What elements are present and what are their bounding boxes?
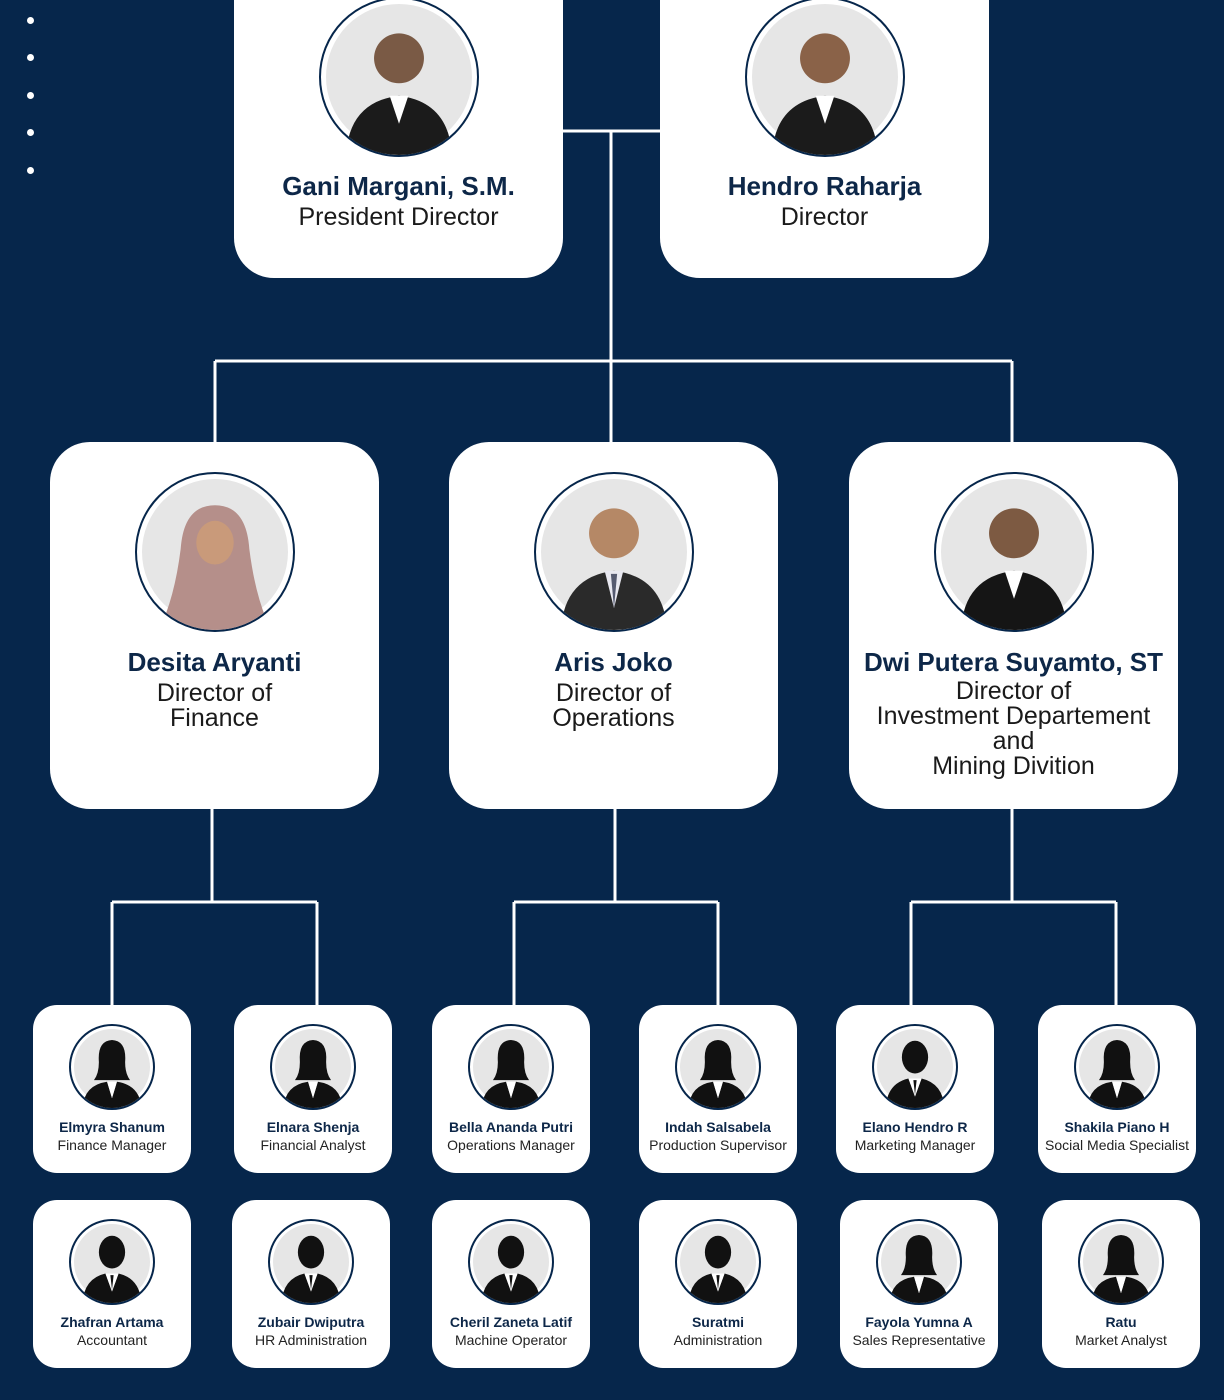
staff-name: Suratmi [691, 1314, 745, 1330]
person-photo-icon [135, 472, 295, 632]
staff-name: Shakila Piano H [1064, 1119, 1170, 1135]
staff-role: Marketing Manager [854, 1137, 976, 1153]
staff-role: Accountant [76, 1332, 148, 1348]
person-name: Desita Aryanti [127, 647, 302, 677]
staff-role: Market Analyst [1075, 1332, 1167, 1348]
staff-name: Bella Ananda Putri [449, 1119, 573, 1135]
staff-role: Machine Operator [454, 1332, 568, 1348]
person-photo-icon [534, 472, 694, 632]
female-silhouette-icon [1074, 1024, 1160, 1110]
staff-card: Fayola Yumna A Sales Representative [840, 1200, 998, 1368]
staff-role: Social Media Specialist [1045, 1137, 1189, 1153]
female-silhouette-icon [1078, 1219, 1164, 1305]
staff-name: Elano Hendro R [862, 1119, 968, 1135]
staff-role: Administration [673, 1332, 763, 1348]
person-role: President Director [298, 203, 499, 231]
person-photo-icon [745, 0, 905, 157]
staff-name: Elnara Shenja [266, 1119, 360, 1135]
female-silhouette-icon [270, 1024, 356, 1110]
staff-card: Zubair Dwiputra HR Administration [232, 1200, 390, 1368]
person-name: Hendro Raharja [727, 171, 922, 201]
card-president-director: Gani Margani, S.M. President Director [234, 0, 563, 278]
person-role: Director [780, 203, 869, 231]
female-silhouette-icon [468, 1024, 554, 1110]
staff-name: Zubair Dwiputra [257, 1314, 365, 1330]
female-silhouette-icon [69, 1024, 155, 1110]
staff-role: Production Supervisor [649, 1137, 787, 1153]
male-silhouette-icon [675, 1219, 761, 1305]
staff-role: Sales Representative [852, 1332, 986, 1348]
card-director: Hendro Raharja Director [660, 0, 989, 278]
person-photo-icon [319, 0, 479, 157]
person-name: Gani Margani, S.M. [282, 171, 515, 201]
person-name: Dwi Putera Suyamto, ST [863, 647, 1164, 677]
person-name: Aris Joko [554, 647, 673, 677]
staff-card: Shakila Piano H Social Media Specialist [1038, 1005, 1196, 1173]
staff-role: Finance Manager [57, 1137, 167, 1153]
person-photo-icon [934, 472, 1094, 632]
female-silhouette-icon [876, 1219, 962, 1305]
male-silhouette-icon [268, 1219, 354, 1305]
staff-name: Ratu [1105, 1314, 1137, 1330]
male-silhouette-icon [69, 1219, 155, 1305]
staff-name: Indah Salsabela [665, 1119, 771, 1135]
staff-name: Elmyra Shanum [59, 1119, 165, 1135]
male-silhouette-icon [468, 1219, 554, 1305]
staff-name: Zhafran Artama [60, 1314, 164, 1330]
staff-name: Cheril Zaneta Latif [449, 1314, 573, 1330]
male-silhouette-icon [872, 1024, 958, 1110]
staff-role: Financial Analyst [260, 1137, 366, 1153]
staff-name: Fayola Yumna A [865, 1314, 973, 1330]
staff-role: HR Administration [254, 1332, 368, 1348]
female-silhouette-icon [675, 1024, 761, 1110]
staff-role: Operations Manager [447, 1137, 575, 1153]
staff-card: Elano Hendro R Marketing Manager [836, 1005, 994, 1173]
